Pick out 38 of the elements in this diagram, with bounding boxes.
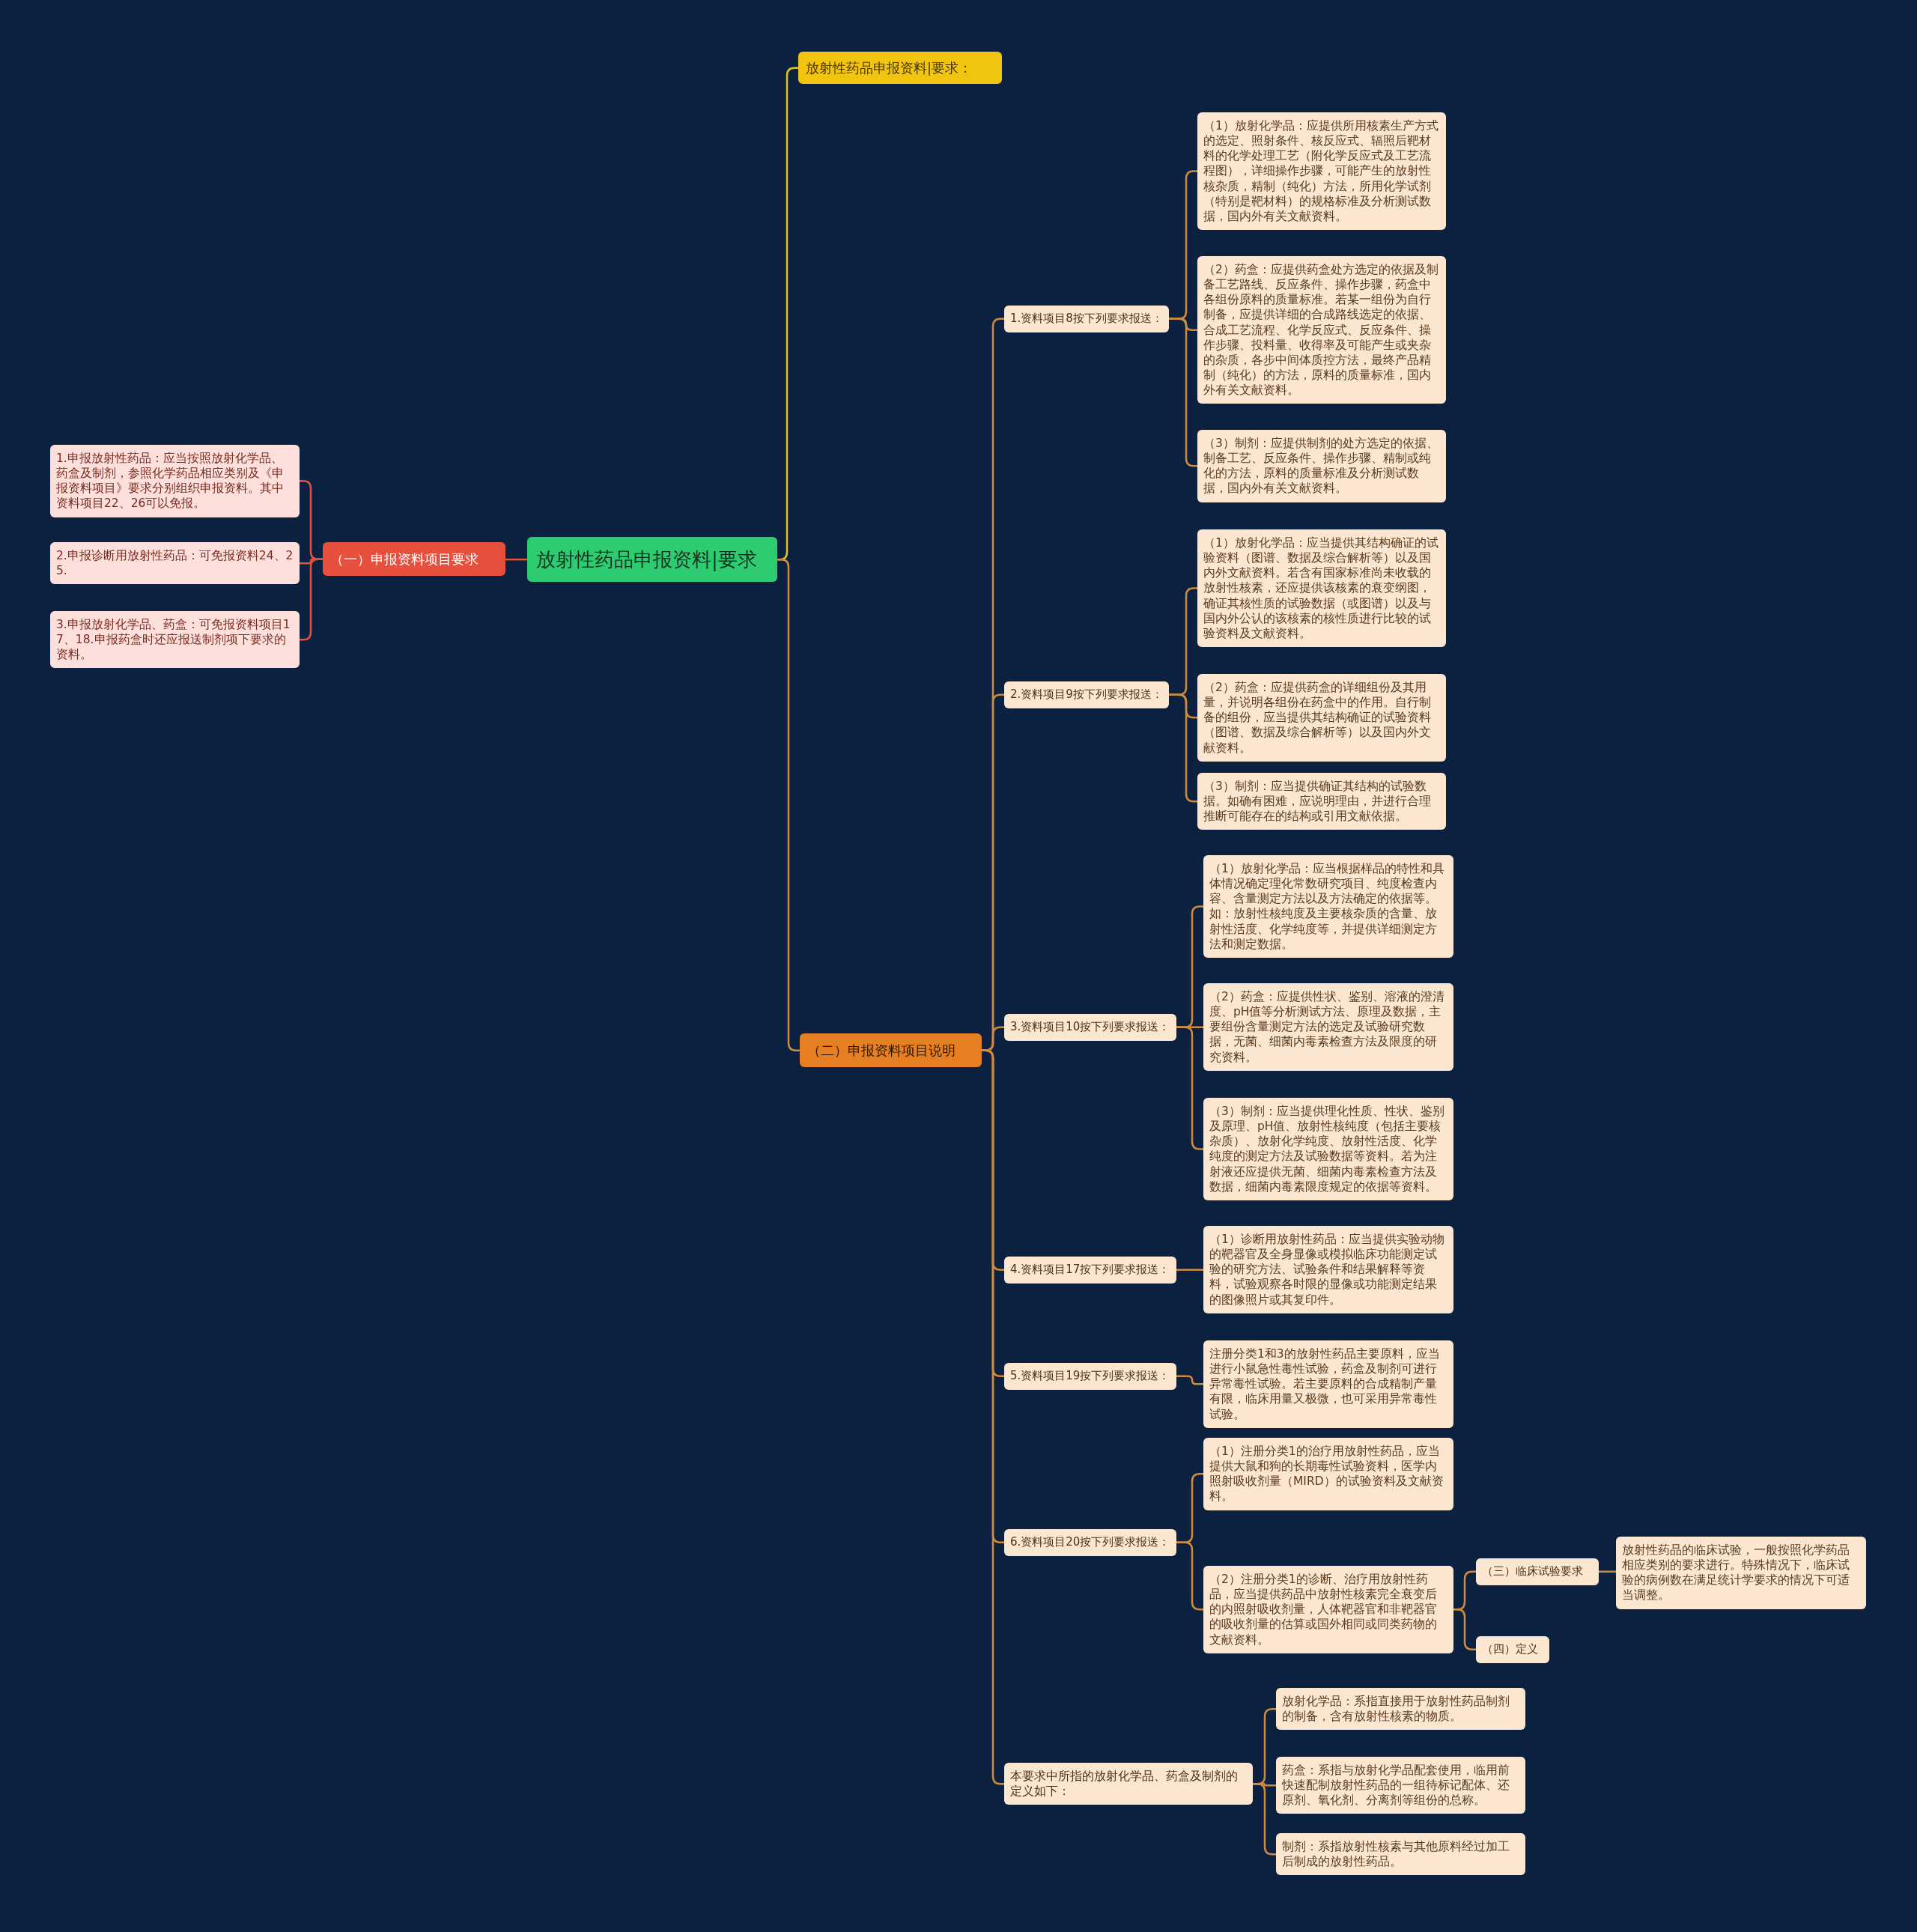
connector-line — [1599, 1570, 1616, 1573]
branch-topic: （一）申报资料项目要求 — [323, 542, 505, 577]
note-card: （2）药盒：应提供药盒处方选定的依据及制备工艺路线、反应条件、操作步骤，药盒中各组份原料的质量标准。若某一组份为自行制备，应提供详细的合成路线选定的依据、合成工艺流程、化学反应式、反应条件、操作步骤、投料量、收得率及可能产生或夹杂的杂质，各步中间体质控方法，最终产品精制（纯化）的方法，原料的质量标准，国内外有关文献资料。 — [1197, 256, 1446, 404]
connector-line — [1176, 1375, 1203, 1385]
note-card: （1）注册分类1的治疗用放射性药品，应当提供大鼠和狗的长期毒性试验资料，医学内照射吸收剂量（MIRD）的试验资料及文献资料。 — [1203, 1438, 1453, 1510]
subtopic-card: 2.资料项目9按下列要求报送： — [1004, 681, 1169, 708]
note-card: 放射性药品的临床试验，一般按照化学药品相应类别的要求进行。特殊情况下，临床试验的病例数在满足统计学要求的情况下可适当调整。 — [1616, 1537, 1866, 1609]
note-card: （2）药盒：应提供药盒的详细组份及其用量，并说明各组份在药盒中的作用。自行制备的组份，应当提供其结构确证的试验资料（图谱、数据及综合解析等）以及国内外文献资料。 — [1197, 674, 1446, 762]
subtopic-card: （四）定义 — [1476, 1636, 1549, 1663]
note-card: （3）制剂：应提供制剂的处方选定的依据、制备工艺、反应条件、操作步骤、精制或纯化的方法，原料的质量标准及分析测试数据，国内外有关文献资料。 — [1197, 430, 1446, 502]
subtopic-card: 本要求中所指的放射化学品、药盒及制剂的定义如下： — [1004, 1763, 1253, 1805]
subtopic-card: （三）临床试验要求 — [1476, 1558, 1599, 1585]
note-card: （1）放射化学品：应当提供其结构确证的试验资料（图谱、数据及综合解析等）以及国内外文献资料。若含有国家标准尚未收载的放射性核素，还应提供该核素的衰变纲图，确证其核性质的试验数据（或图谱）以及与国内外公认的该核素的核性质进行比较的试验资料及文献资料。 — [1197, 529, 1446, 647]
subtopic-card: 3.资料项目10按下列要求报送： — [1004, 1014, 1176, 1041]
subtopic-card: 1.资料项目8按下列要求报送： — [1004, 306, 1169, 332]
note-card: 注册分类1和3的放射性药品主要原料，应当进行小鼠急性毒性试验，药盒及制剂可进行异常毒性试验。若主要原料的合成精制产量有限，临床用量又极微，也可采用异常毒性试验。 — [1203, 1340, 1453, 1428]
note-card: （3）制剂：应当提供理化性质、性状、鉴别及原理、pH值、放射性核纯度（包括主要核杂质）、放射化学纯度、放射性活度、化学纯度的测定方法及试验数据等资料。若为注射液还应提供无菌、细菌内毒素检查方法及数据，细菌内毒素限度规定的依据等资料。 — [1203, 1098, 1453, 1200]
connector-line — [1176, 1269, 1203, 1271]
subtopic-card: 4.资料项目17按下列要求报送： — [1004, 1257, 1176, 1284]
connector-line — [1253, 1782, 1276, 1856]
note-card: 药盒：系指与放射化学品配套使用，临用前快速配制放射性药品的一组待标记配体、还原剂、氧化剂、分离剂等组份的总称。 — [1276, 1757, 1525, 1814]
note-card: （2）注册分类1的诊断、治疗用放射性药品，应当提供药品中放射性核素完全衰变后的内照射吸收剂量，人体靶器官和非靶器官的吸收剂量的估算或国外相同或同类药物的文献资料。 — [1203, 1566, 1453, 1653]
branch-topic: 放射性药品申报资料|要求： — [798, 52, 1002, 85]
note-card: （2）药盒：应提供性状、鉴别、溶液的澄清度、pH值等分析测试方法、原理及数据，主要组份含量测定方法的选定及试验研究数据，无菌、细菌内毒素检查方法及限度的研究资料。 — [1203, 983, 1453, 1071]
note-card: （3）制剂：应当提供确证其结构的试验数据。如确有困难，应说明理由，并进行合理推断可能存在的结构或引用文献依据。 — [1197, 773, 1446, 830]
note-card: 放射化学品：系指直接用于放射性药品制剂的制备，含有放射性核素的物质。 — [1276, 1688, 1525, 1731]
note-card: 3.申报放射化学品、药盒：可免报资料项目17、18.申报药盒时还应报送制剂项下要求的资料。 — [50, 611, 300, 669]
subtopic-card: 6.资料项目20按下列要求报送： — [1004, 1529, 1176, 1556]
central-topic: 放射性药品申报资料|要求 — [527, 537, 777, 583]
subtopic-card: 5.资料项目19按下列要求报送： — [1004, 1363, 1176, 1390]
note-card: 1.申报放射性药品：应当按照放射化学品、药盒及制剂，参照化学药品相应类别及《申报资料项目》要求分别组织申报资料。其中资料项目22、26可以免报。 — [50, 445, 300, 517]
connector-line — [505, 558, 527, 561]
note-card: （1）放射化学品：应当根据样品的特性和具体情况确定理化常数研究项目、纯度检查内容、含量测定方法以及方法确定的依据等。如：放射性核纯度及主要核杂质的含量、放射性活度、化学纯度等，并提供详细测定方法和测定数据。 — [1203, 855, 1453, 958]
note-card: 制剂：系指放射性核素与其他原料经过加工后制成的放射性药品。 — [1276, 1833, 1525, 1876]
branch-topic: （二）申报资料项目说明 — [800, 1033, 982, 1068]
note-card: （1）诊断用放射性药品：应当提供实验动物的靶器官及全身显像或模拟临床功能测定试验的研究方法、试验条件和结果解释等资料，试验观察各时限的显像或功能测定结果的图像照片或其复印件。 — [1203, 1226, 1453, 1313]
note-card: （1）放射化学品：应提供所用核素生产方式的选定、照射条件、核反应式、辐照后靶材料的化学处理工艺（附化学反应式及工艺流程图），详细操作步骤，可能产生的放射性核杂质，精制（纯化）方法，所用化学试剂（特别是靶材料）的规格标准及分析测试数据，国内外有关文献资料。 — [1197, 112, 1446, 230]
note-card: 2.申报诊断用放射性药品：可免报资料24、25. — [50, 542, 300, 585]
